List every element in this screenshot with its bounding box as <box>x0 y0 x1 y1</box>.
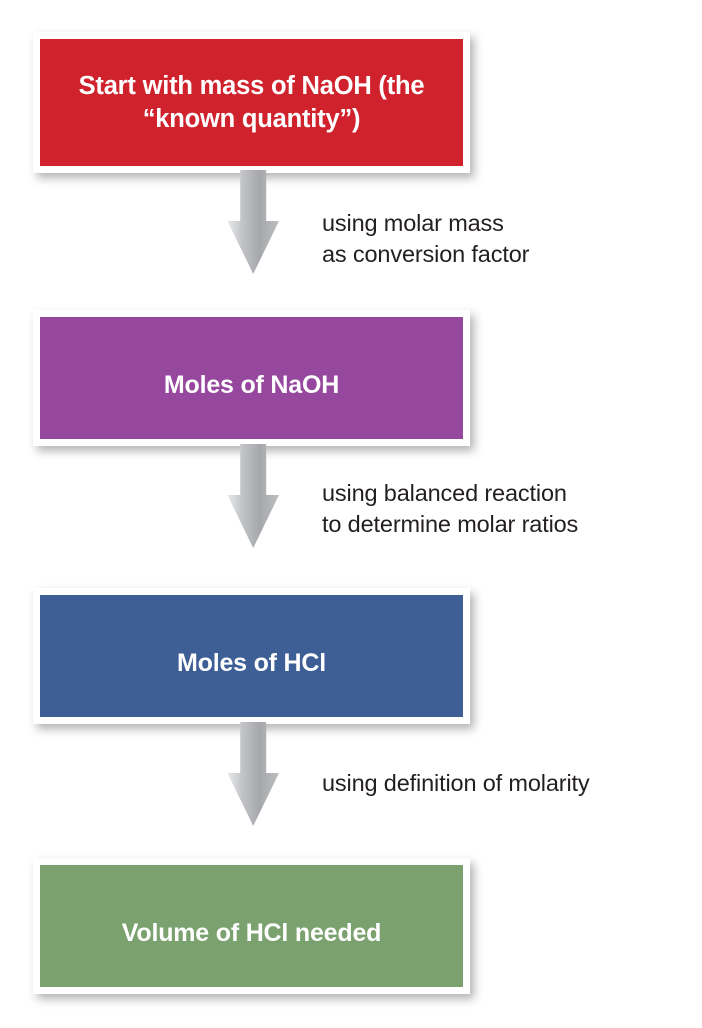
flow-node-start-label: Start with mass of NaOH (the “known quan… <box>78 71 425 133</box>
flow-node-moles-hcl[interactable]: Moles of HCl <box>33 588 470 724</box>
flow-node-moles-naoh-label: Moles of NaOH <box>163 371 340 399</box>
flow-node-moles-hcl-label: Moles of HCl <box>177 649 326 677</box>
flow-edge-label-3: using definition of molarity <box>322 770 590 796</box>
flow-node-volume-hcl-fill: Volume of HCl needed <box>40 865 463 987</box>
flow-arrow-3 <box>226 722 280 826</box>
flow-arrow-2 <box>226 444 280 548</box>
flow-node-start[interactable]: Start with mass of NaOH (the “known quan… <box>33 32 470 173</box>
flow-node-start-fill: Start with mass of NaOH (the “known quan… <box>40 39 463 166</box>
flow-node-moles-naoh-fill: Moles of NaOH <box>40 317 463 439</box>
flow-node-moles-hcl-fill: Moles of HCl <box>40 595 463 717</box>
flow-node-volume-hcl-label: Volume of HCl needed <box>121 919 382 947</box>
flow-edge-label-1: using molar mass as conversion factor <box>322 210 530 268</box>
flow-edge-label-2: using balanced reaction to determine mol… <box>322 480 579 538</box>
flow-arrow-1 <box>226 170 280 274</box>
flow-node-moles-naoh[interactable]: Moles of NaOH <box>33 310 470 446</box>
flow-node-volume-hcl[interactable]: Volume of HCl needed <box>33 858 470 994</box>
